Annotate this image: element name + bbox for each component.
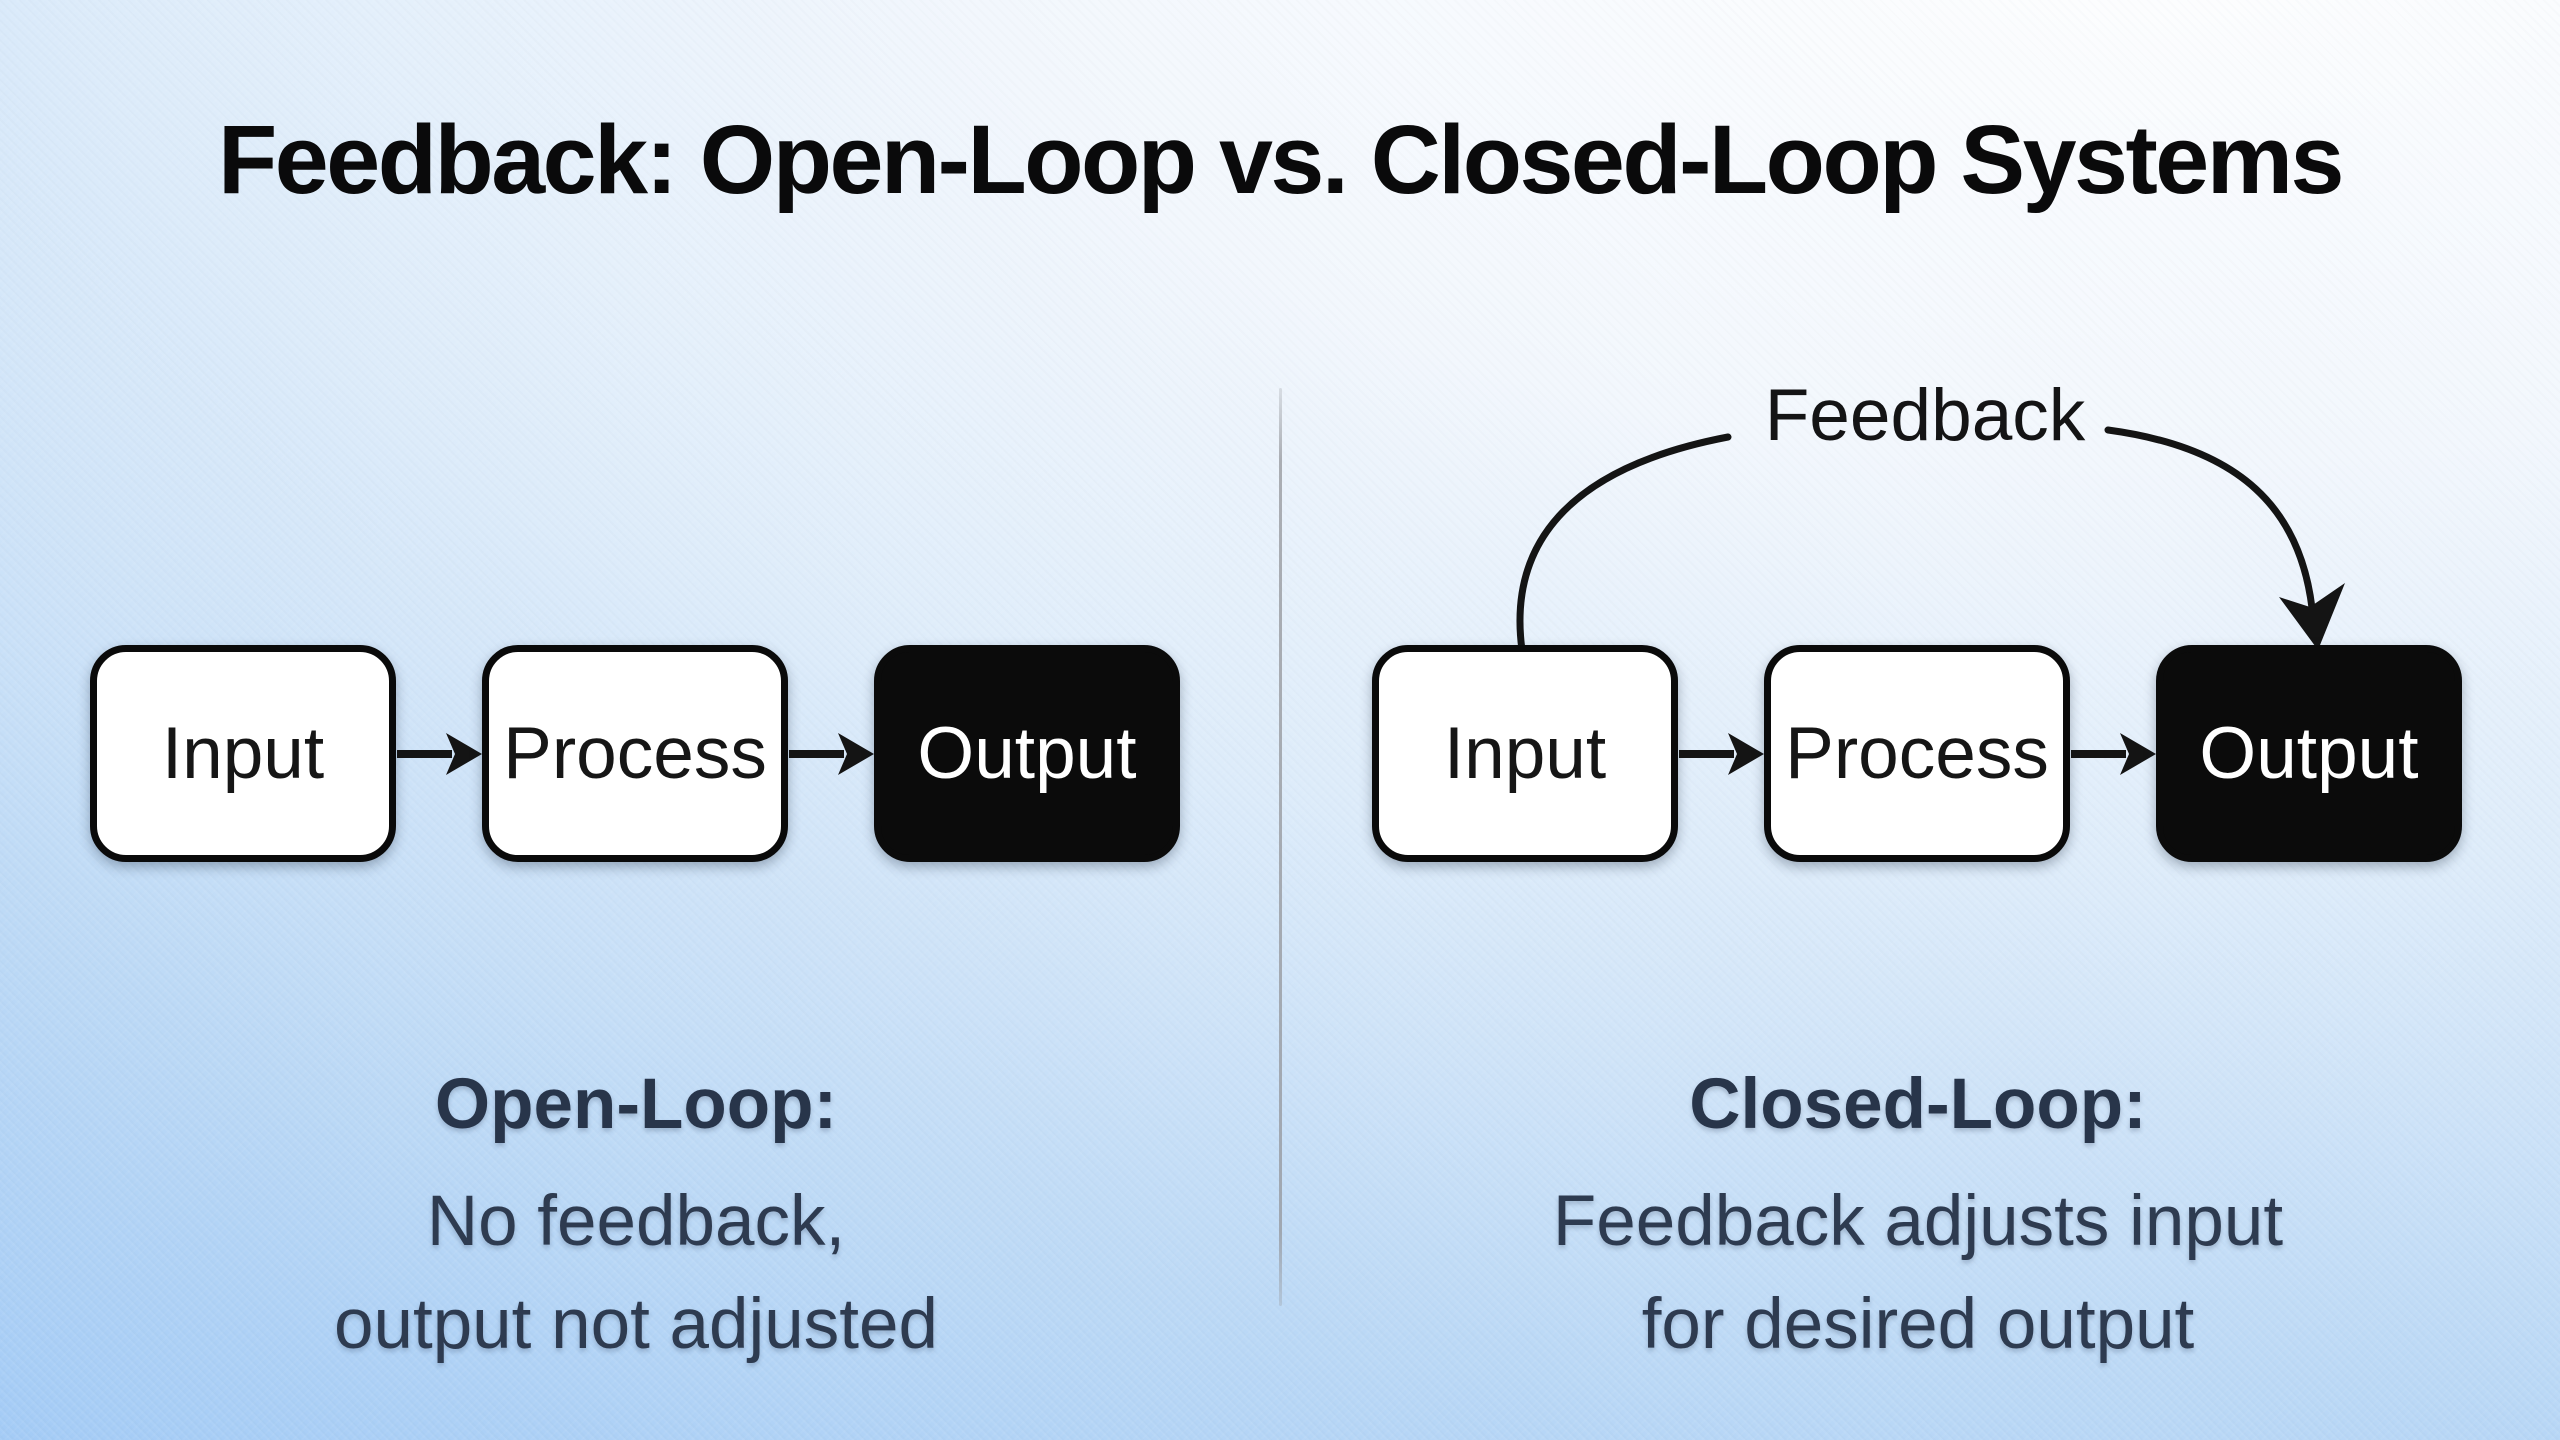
open-loop-caption-line-1: No feedback, (426, 1182, 846, 1261)
flow-arrow-icon (789, 732, 874, 775)
open-loop-output-label: Output (917, 713, 1137, 794)
page-title: Feedback: Open-Loop vs. Closed-Loop Syst… (218, 105, 2344, 214)
closed-loop-flow: Input Process Output (1372, 645, 2462, 862)
closed-loop-output-label: Output (2199, 713, 2419, 794)
open-loop-caption-heading: Open-Loop: (434, 1065, 838, 1144)
feedback-label: Feedback (1764, 375, 2086, 456)
closed-loop-caption: Closed-Loop: Feedback adjusts input for … (1372, 1064, 2464, 1377)
closed-loop-caption-heading: Closed-Loop: (1689, 1065, 2147, 1144)
open-loop-input-box: Input (90, 645, 396, 862)
flow-arrow-icon (2071, 732, 2156, 775)
open-loop-caption-line-2: output not adjusted (334, 1284, 938, 1364)
closed-loop-input-box: Input (1372, 645, 1678, 862)
flow-arrow-icon (1679, 732, 1764, 775)
open-loop-caption: Open-Loop: No feedback, output not adjus… (90, 1064, 1182, 1377)
closed-loop-input-label: Input (1443, 713, 1607, 794)
closed-loop-process-box: Process (1764, 645, 2070, 862)
closed-loop-caption-line-1: Feedback adjusts input (1552, 1182, 2284, 1261)
open-loop-input-label: Input (161, 713, 325, 794)
flow-arrow-icon (397, 732, 482, 775)
feedback-arrowhead-icon (2279, 583, 2345, 650)
open-loop-output-box: Output (874, 645, 1180, 862)
closed-loop-caption-line-2: for desired output (1641, 1284, 2195, 1364)
closed-loop-output-box: Output (2156, 645, 2462, 862)
closed-loop-process-label: Process (1785, 713, 2049, 794)
open-loop-process-label: Process (503, 713, 767, 794)
open-loop-process-box: Process (482, 645, 788, 862)
open-loop-flow: Input Process Output (90, 645, 1180, 862)
panel-divider (1279, 388, 1282, 1306)
